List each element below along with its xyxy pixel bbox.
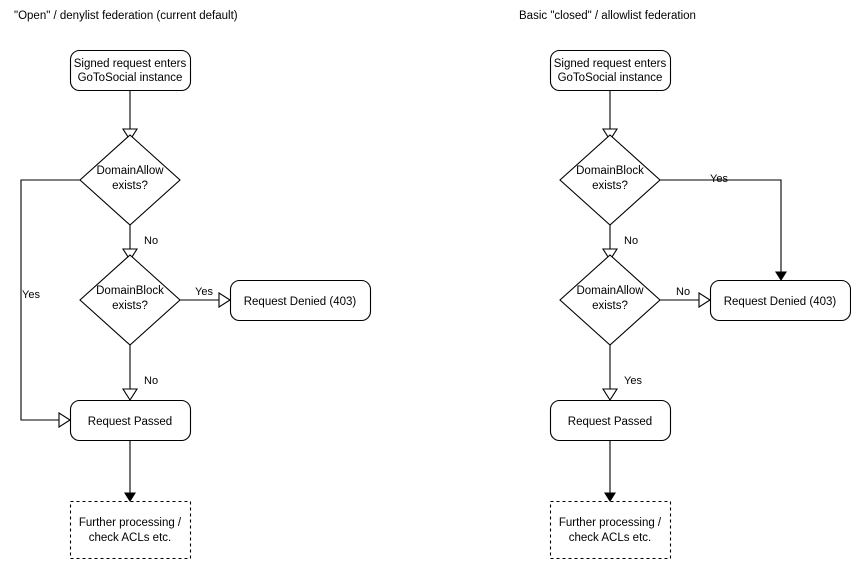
further-processing-line1: Further processing / — [559, 517, 662, 529]
domainallow-line1: DomainAllow — [96, 165, 164, 177]
arrowhead-open-icon — [58, 411, 72, 429]
domainblock-line1: DomainBlock — [576, 165, 644, 177]
node-decision-domainallow-left: DomainAllow exists? — [79, 134, 181, 226]
panel-closed-allowlist: Basic "closed" / allowlist federation Si… — [519, 10, 851, 560]
edge-passed-to-further-right — [604, 440, 616, 503]
start-box-shape — [69, 49, 192, 92]
arrowhead-filled-icon — [604, 492, 616, 503]
edge-domainallow-yes-to-passed: Yes — [20, 179, 80, 429]
panel-open-denylist: "Open" / denylist federation (current de… — [14, 10, 372, 560]
edge-domainblock-no-to-passed: No — [121, 345, 158, 402]
start-box-line2: GoToSocial instance — [558, 72, 663, 84]
further-processing-box-shape — [549, 500, 672, 560]
domainallow-line1: DomainAllow — [576, 285, 644, 297]
further-processing-line1: Further processing / — [79, 517, 182, 529]
node-request-denied-left: Request Denied (403) — [229, 279, 372, 322]
node-request-denied-right: Request Denied (403) — [709, 279, 851, 322]
edge-domainallow-no-to-denied-right: No — [660, 286, 712, 309]
start-box-line1: Signed request enters — [74, 58, 187, 70]
request-denied-box-shape — [229, 279, 372, 322]
node-request-passed-right: Request Passed — [549, 399, 672, 442]
panel-title-open-denylist: "Open" / denylist federation (current de… — [14, 10, 238, 22]
node-further-processing-left: Further processing / check ACLs etc. — [69, 500, 192, 560]
start-box-line2: GoToSocial instance — [78, 72, 183, 84]
domainblock-line1: DomainBlock — [96, 285, 164, 297]
arrowhead-open-icon — [698, 291, 712, 309]
arrowhead-filled-icon — [124, 492, 136, 503]
edge-label-domainblock-no: No — [144, 375, 158, 387]
node-decision-domainallow-right: DomainAllow exists? — [559, 254, 661, 346]
edge-label-domainblock-no: No — [624, 235, 638, 247]
edge-domainallow-yes-to-passed-right: Yes — [601, 345, 642, 402]
arrowhead-filled-icon — [775, 271, 787, 282]
request-denied-label: Request Denied (403) — [244, 296, 357, 308]
node-further-processing-right: Further processing / check ACLs etc. — [549, 500, 672, 560]
edge-start-to-domainblock-right — [601, 90, 619, 142]
arrowhead-open-icon — [601, 388, 619, 402]
edge-label-domainblock-yes: Yes — [195, 286, 213, 298]
edge-domainblock-no-to-domainallow-right: No — [601, 225, 638, 262]
edge-label-domainallow-no: No — [676, 286, 690, 298]
edge-domainblock-yes-to-denied-right: Yes — [660, 173, 787, 282]
node-start-left: Signed request enters GoToSocial instanc… — [69, 49, 192, 92]
domainblock-line2: exists? — [592, 180, 628, 192]
panel-title-closed-allowlist: Basic "closed" / allowlist federation — [519, 10, 696, 22]
edge-label-domainallow-no: No — [144, 235, 158, 247]
request-passed-label: Request Passed — [568, 416, 652, 428]
edge-label-domainallow-yes: Yes — [624, 375, 642, 387]
edge-passed-to-further-left — [124, 440, 136, 503]
further-processing-line2: check ACLs etc. — [569, 532, 651, 544]
node-decision-domainblock-right: DomainBlock exists? — [559, 134, 661, 226]
request-denied-label: Request Denied (403) — [724, 296, 837, 308]
start-box-shape — [549, 49, 672, 92]
further-processing-line2: check ACLs etc. — [89, 532, 171, 544]
node-start-right: Signed request enters GoToSocial instanc… — [549, 49, 672, 92]
edge-start-to-domainallow — [121, 90, 139, 142]
arrowhead-open-icon — [218, 291, 232, 309]
edge-label-domainblock-yes: Yes — [710, 173, 728, 185]
domainallow-line2: exists? — [112, 180, 148, 192]
request-passed-label: Request Passed — [88, 416, 172, 428]
node-decision-domainblock-left: DomainBlock exists? — [79, 254, 181, 346]
edge-domainallow-no-to-domainblock: No — [121, 225, 158, 262]
start-box-line1: Signed request enters — [554, 58, 667, 70]
edge-domainblock-yes-to-denied: Yes — [180, 286, 232, 309]
node-request-passed-left: Request Passed — [69, 399, 192, 442]
domainallow-line2: exists? — [592, 300, 628, 312]
arrowhead-open-icon — [121, 388, 139, 402]
edge-label-domainallow-yes: Yes — [22, 289, 40, 301]
further-processing-box-shape — [69, 500, 192, 560]
domainblock-line2: exists? — [112, 300, 148, 312]
